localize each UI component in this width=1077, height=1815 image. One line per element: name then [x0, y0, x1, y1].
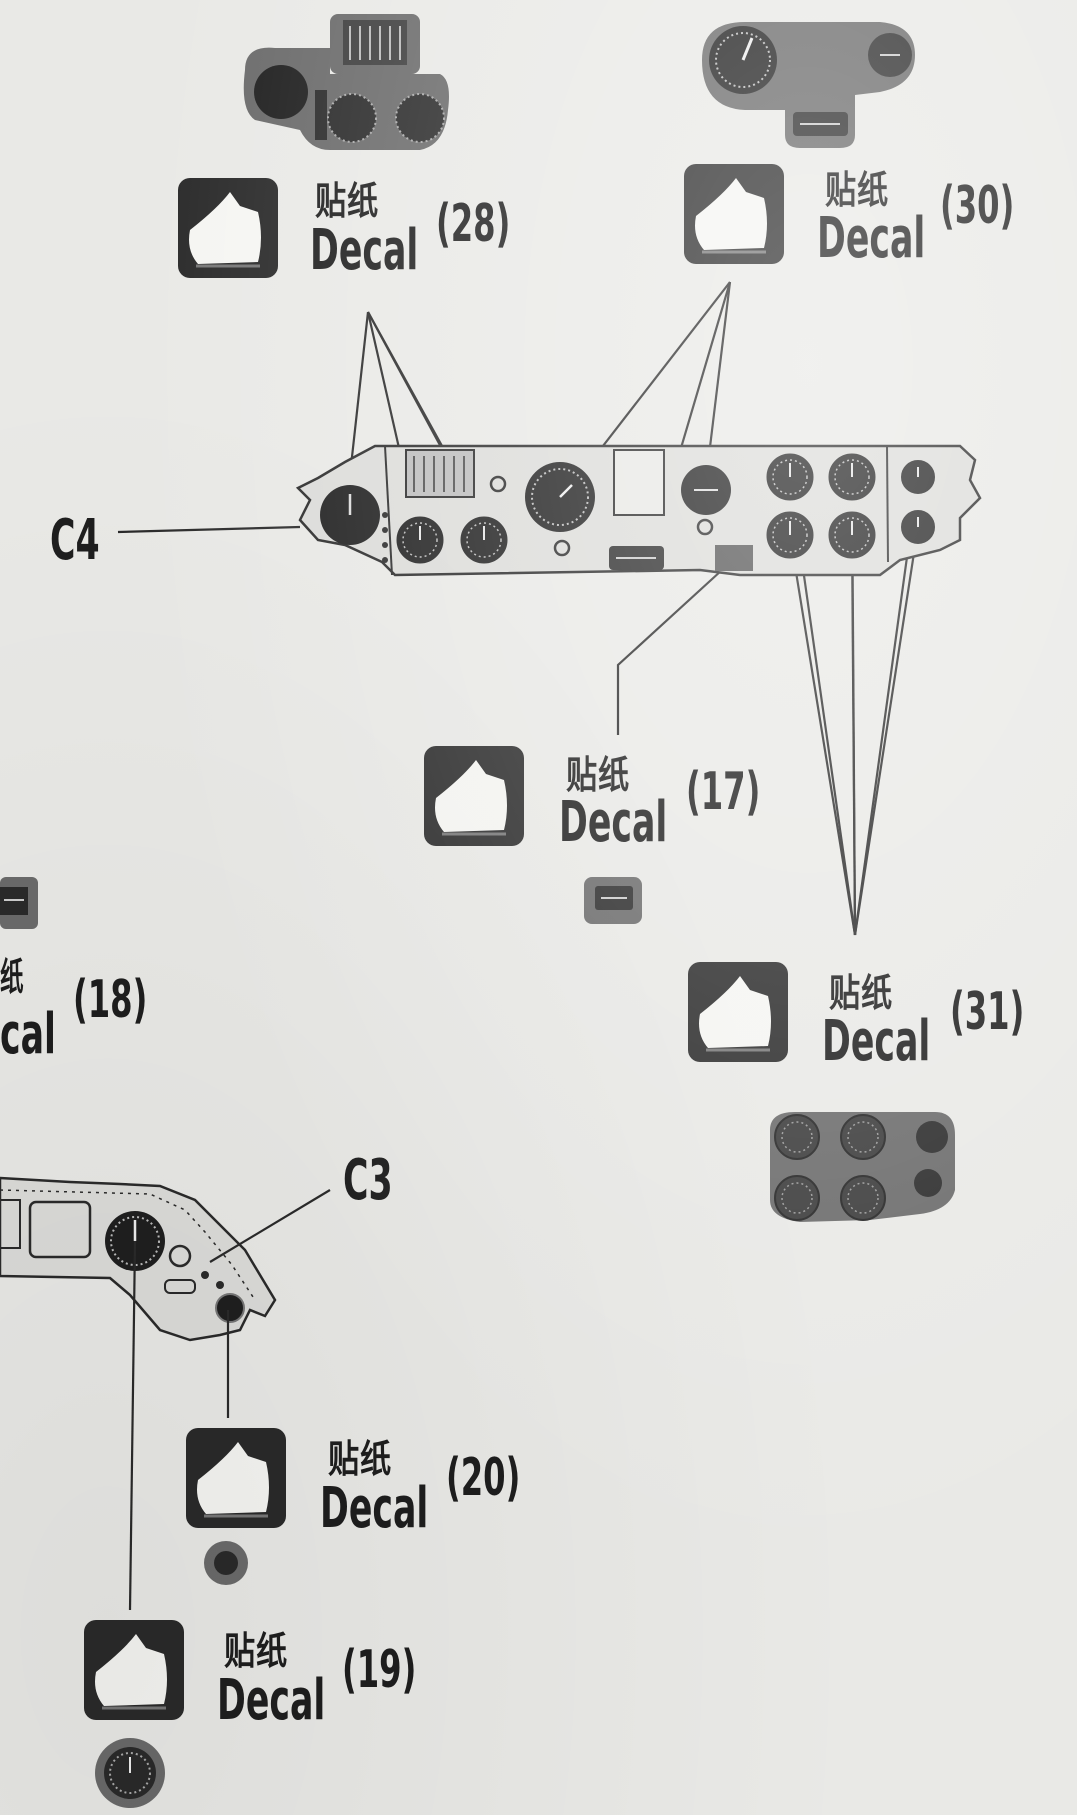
instrument-panel-c3 [0, 1176, 277, 1342]
decal-en-label: Decal [320, 1476, 429, 1541]
leader-lines-c3 [128, 1189, 331, 1611]
decal-20-preview [204, 1541, 248, 1585]
decal-18-preview [0, 877, 38, 929]
decal-number: (19) [342, 1640, 417, 1700]
decal-number: (28) [436, 194, 511, 254]
decal-28-callout: 贴纸 Decal (28) [178, 178, 511, 298]
decal-sheet-icon [424, 746, 524, 846]
decal-28-preview [243, 14, 449, 150]
decal-zh-label: 贴纸 [566, 753, 630, 797]
decal-17-preview [584, 877, 642, 924]
decal-zh-label: 贴纸 [328, 1437, 392, 1481]
decal-en-label: Decal [310, 218, 419, 283]
decal-number: (31) [950, 982, 1025, 1042]
decal-19-callout: 贴纸 Decal (19) [84, 1620, 417, 1740]
part-label-c3: C3 [343, 1148, 393, 1213]
decal-en-label: Decal [217, 1668, 326, 1733]
decal-zh-label: 贴纸 [829, 971, 893, 1015]
decal-en-label: Decal [817, 206, 926, 271]
decal-sheet-icon [186, 1428, 286, 1528]
decal-sheet-icon [684, 164, 784, 264]
decal-17-callout: 贴纸 Decal (17) [424, 746, 760, 866]
decal-zh-label: 贴纸 [315, 179, 379, 223]
leader-line-decal-17 [616, 569, 723, 735]
decal-sheet-icon [84, 1620, 184, 1720]
decal-en-label: cal [0, 1002, 56, 1067]
decal-number: (30) [940, 176, 1015, 236]
decal-zh-label: 贴纸 [224, 1629, 288, 1673]
decal-zh-label: 贴纸 [825, 168, 889, 212]
decal-number: (20) [446, 1448, 521, 1508]
part-label-c4: C4 [50, 508, 100, 573]
decal-31-callout: 贴纸 Decal (31) [688, 962, 1024, 1082]
decal-sheet-icon [688, 962, 788, 1062]
decal-en-label: Decal [822, 1009, 931, 1074]
decal-30-preview [702, 22, 915, 148]
decal-zh-label: 纸 [0, 955, 24, 999]
decal-20-callout: 贴纸 Decal (20) [186, 1428, 520, 1548]
leader-line-c4 [117, 525, 301, 534]
decal-number: (17) [686, 762, 761, 822]
decal-31-preview [770, 1112, 955, 1222]
decal-30-callout: 贴纸 Decal (30) [684, 164, 1014, 284]
decal-sheet-icon [178, 178, 278, 278]
decal-19-preview [95, 1738, 165, 1808]
decal-en-label: Decal [559, 790, 668, 855]
instrument-panel-c4 [295, 444, 982, 577]
decal-number: (18) [73, 970, 148, 1030]
